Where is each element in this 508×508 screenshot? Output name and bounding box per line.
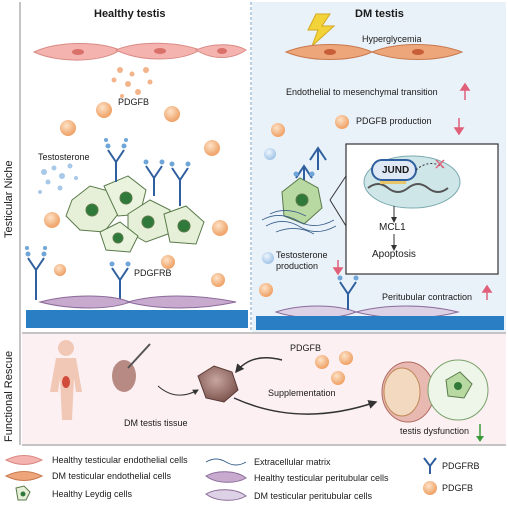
legend-dm-endothelial: DM testicular endothelial cells [52, 471, 172, 481]
dm-testis-title: DM testis [355, 8, 404, 20]
extracellular-matrix [261, 210, 337, 235]
healthy-testis-title: Healthy testis [94, 8, 166, 20]
dm-tissue [197, 365, 239, 403]
supplementation-arrow [235, 357, 283, 374]
legend-pdgfrb: PDGFRB [442, 461, 480, 471]
dm-testosterone-label-1: Testosterone [276, 250, 328, 260]
supplementation-label: Supplementation [268, 388, 336, 398]
healthy-testosterone-label: Testosterone [38, 152, 90, 162]
apoptosis-label: Apoptosis [372, 249, 416, 260]
healthy-leydig-cells [65, 175, 205, 253]
healthy-pdgfb-label: PDGFB [118, 97, 150, 107]
legend-ecm: Extracellular matrix [254, 457, 331, 467]
rescue-arrow [233, 397, 378, 415]
functional-rescue-label: Functional Rescue [3, 350, 15, 442]
testis-illustration [381, 359, 489, 442]
dm-endothelial-cells [284, 44, 464, 60]
dm-testis-tissue-label: DM testis tissue [124, 418, 188, 428]
pdgfrb-beads-healthy [25, 138, 191, 267]
legend-healthy-peritubular: Healthy testicular peritubular cells [254, 473, 389, 483]
healthy-endothelial-cells [32, 42, 247, 61]
pdgfb-balls-healthy [44, 102, 228, 287]
jund-mechanism-box [329, 143, 499, 275]
mcl1-label: MCL1 [379, 222, 406, 233]
pdgfrb-receptors-healthy [27, 149, 189, 302]
healthy-peritubular-cells [26, 295, 248, 328]
rescue-pdgfb-label: PDGFB [290, 343, 322, 353]
testosterone-dots [38, 163, 78, 194]
legend-healthy-endothelial: Healthy testicular endothelial cells [52, 455, 188, 465]
pdgfb-production-label: PDGFB production [356, 116, 432, 126]
healthy-pdgfrb-label: PDGFRB [134, 268, 172, 278]
tissue-arrow [157, 385, 199, 396]
testicular-niche-label: Testicular Niche [3, 160, 15, 238]
pdgfb-dots-healthy [111, 67, 153, 98]
dm-peritubular-cells [256, 275, 504, 330]
peritubular-contraction-label: Peritubular contraction [382, 292, 473, 302]
dm-testosterone-label-2: production [276, 261, 319, 271]
legend-dm-peritubular: DM testicular peritubular cells [254, 491, 373, 501]
legend-healthy-leydig: Healthy Leydig cells [52, 489, 133, 499]
pdgfb-balls-dm [259, 115, 349, 297]
legend [4, 455, 437, 501]
biopsy-needle [112, 343, 151, 392]
testis-dysfunction-label: testis dysfunction [400, 426, 470, 436]
jund-label: JUND [382, 165, 410, 176]
legend-pdgfb: PDGFB [442, 483, 474, 493]
hyperglycemia-label: Hyperglycemia [362, 34, 422, 44]
emt-label: Endothelial to mesenchymal transition [286, 87, 438, 97]
pdgfb-balls-rescue [315, 351, 353, 385]
hyperglycemia-bolt [307, 13, 336, 47]
